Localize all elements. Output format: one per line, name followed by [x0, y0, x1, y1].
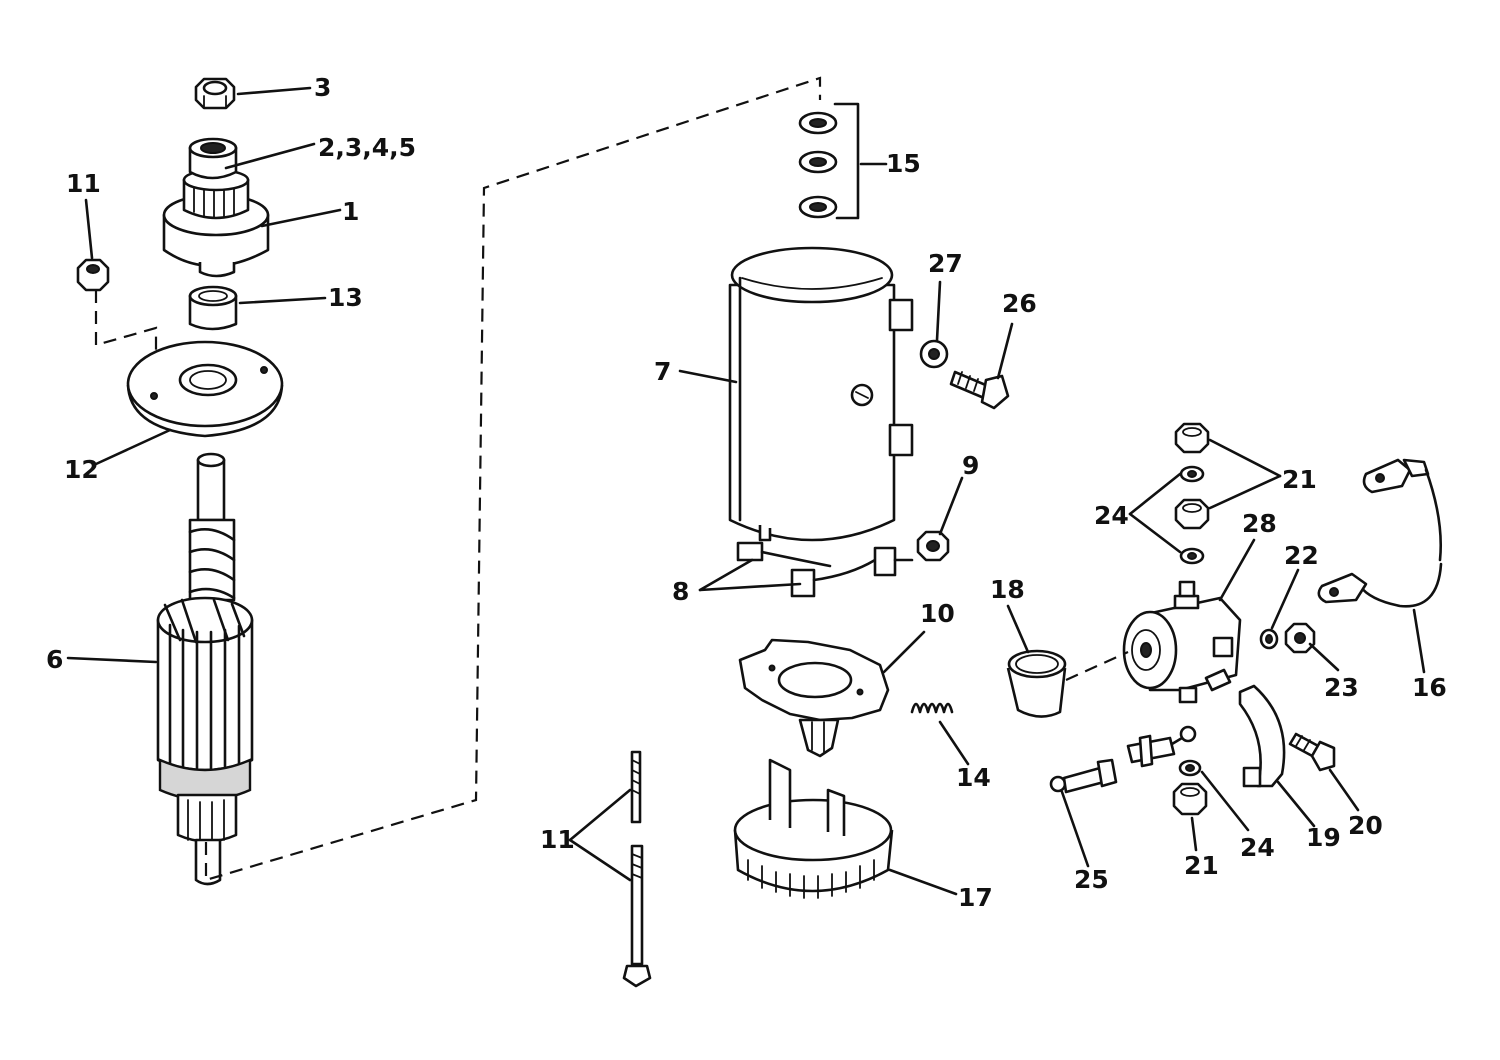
part-14-spring: [910, 702, 954, 714]
callout-23: 23: [1324, 673, 1359, 702]
part-22-lockwasher: [1259, 628, 1279, 650]
part-8-brushes-and-leads: [736, 541, 914, 598]
part-7-field-frame: [728, 246, 914, 542]
callout-labels: 3 2,3,4,5 1 11 13 12 6 15 27 26 7 9 8 10…: [46, 73, 1447, 912]
callout-16: 16: [1412, 673, 1447, 702]
callout-9: 9: [962, 451, 979, 480]
part-21-nut-middle: [1174, 498, 1210, 530]
callout-1: 1: [342, 197, 359, 226]
part-25-plunger-link: [1049, 725, 1197, 794]
callout-8: 8: [672, 577, 689, 606]
callout-24-bottom: 24: [1240, 833, 1275, 862]
part-28-solenoid: [1122, 580, 1242, 704]
part-27-washer: [919, 339, 949, 369]
callout-6: 6: [46, 645, 63, 674]
part-15-washers: [798, 102, 860, 220]
part-16-cable: [1317, 458, 1443, 608]
callout-15: 15: [886, 149, 921, 178]
part-17-end-cap: [733, 758, 894, 899]
callout-7: 7: [654, 357, 671, 386]
part-13-bushing: [188, 285, 238, 331]
part-3-nut: [194, 77, 236, 110]
part-1-drive-assembly: [162, 137, 270, 278]
part-11-through-bolts: [622, 750, 652, 988]
callout-22: 22: [1284, 541, 1319, 570]
part-21-nut-top: [1174, 422, 1210, 454]
part-9-nut: [916, 530, 950, 562]
callout-11-left: 11: [66, 169, 101, 198]
leader-lines: [66, 86, 1426, 896]
callout-11-bottom: 11: [540, 825, 575, 854]
callout-26: 26: [1002, 289, 1037, 318]
callout-14: 14: [956, 763, 991, 792]
callout-13: 13: [328, 283, 363, 312]
callout-10: 10: [920, 599, 955, 628]
part-18-ring: [1006, 649, 1067, 718]
callout-17: 17: [958, 883, 993, 912]
part-6-armature: [156, 452, 254, 886]
dashed-guide-ring-solenoid: [1065, 650, 1129, 682]
part-10-brush-plate: [738, 638, 890, 758]
part-20-screw: [1288, 732, 1336, 772]
part-12-end-plate: [126, 340, 284, 438]
part-11-nut-left: [76, 258, 110, 292]
callout-12: 12: [64, 455, 99, 484]
callout-28: 28: [1242, 509, 1277, 538]
part-24-lockwasher-top: [1179, 465, 1205, 483]
callout-21-top: 21: [1282, 465, 1317, 494]
callout-25: 25: [1074, 865, 1109, 894]
part-24-lockwasher-bottom: [1178, 759, 1202, 777]
callout-21-bottom: 21: [1184, 851, 1219, 880]
callout-27: 27: [928, 249, 963, 278]
part-19-bracket: [1238, 684, 1286, 788]
callout-24-top: 24: [1094, 501, 1129, 530]
callout-3-top: 3: [314, 73, 331, 102]
dashed-guide-assembly: [204, 76, 822, 882]
callout-20: 20: [1348, 811, 1383, 840]
part-23-nut: [1284, 622, 1316, 654]
callout-18: 18: [990, 575, 1025, 604]
callout-2-3-4-5: 2,3,4,5: [318, 133, 416, 162]
callout-19: 19: [1306, 823, 1341, 852]
part-21-nut-bottom: [1172, 782, 1208, 816]
part-24-lockwasher-middle: [1179, 547, 1205, 565]
